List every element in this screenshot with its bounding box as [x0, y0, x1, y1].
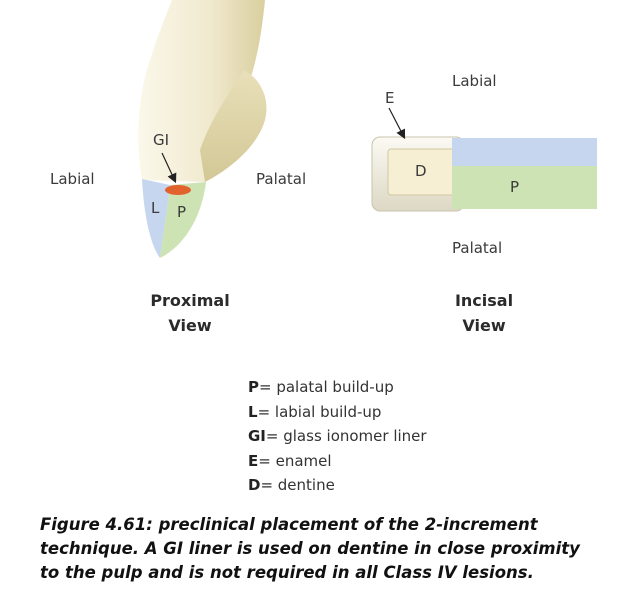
incisal-tooth	[371, 107, 597, 212]
e-label: E	[385, 89, 395, 107]
legend-key: P	[248, 378, 259, 396]
proximal-labial-label: Labial	[50, 170, 95, 188]
legend-key: GI	[248, 427, 266, 445]
legend-text: = glass ionomer liner	[265, 427, 427, 445]
legend-item-p: P= palatal build-up	[248, 375, 427, 400]
legend-text: = dentine	[260, 476, 335, 494]
incisal-title-line1: Incisal	[454, 291, 514, 310]
incisal-labial-label: Labial	[452, 72, 497, 90]
gi-arrow	[161, 152, 177, 184]
legend-item-d: D= dentine	[248, 473, 427, 498]
legend-key: E	[248, 451, 259, 470]
incisal-view-title: Incisal View	[424, 288, 544, 338]
tooth-cingulum	[200, 70, 267, 182]
proximal-palatal-label: Palatal	[256, 170, 307, 188]
legend-text: = labial build-up	[257, 402, 382, 421]
legend-key: D	[248, 476, 261, 494]
palatal-buildup	[160, 182, 206, 258]
legend-key: L	[248, 402, 258, 421]
proximal-l-label: L	[151, 199, 160, 217]
labial-buildup-incisal	[452, 138, 597, 166]
legend-item-gi: GI= glass ionomer liner	[248, 424, 427, 449]
labial-buildup	[142, 179, 170, 258]
gi-liner	[165, 185, 191, 195]
proximal-title-line2: View	[168, 316, 212, 335]
incisal-d-label: D	[415, 162, 427, 180]
incisal-p-label: P	[510, 178, 520, 196]
proximal-title-line1: Proximal	[150, 291, 230, 310]
legend: P= palatal build-up L= labial build-up G…	[248, 375, 427, 498]
gi-label: GI	[153, 131, 170, 149]
e-arrow	[388, 107, 406, 140]
tooth-crown	[138, 0, 265, 182]
legend-item-l: L= labial build-up	[248, 400, 427, 425]
proximal-view-title: Proximal View	[130, 288, 250, 338]
legend-text: = palatal build-up	[259, 378, 394, 396]
legend-item-e: E= enamel	[248, 449, 427, 474]
proximal-p-label: P	[177, 203, 187, 221]
legend-text: = enamel	[258, 451, 332, 470]
incisal-palatal-label: Palatal	[452, 239, 503, 257]
palatal-buildup-incisal	[452, 166, 597, 209]
incisal-title-line2: View	[462, 316, 506, 335]
figure-caption: Figure 4.61: preclinical placement of th…	[40, 515, 580, 582]
proximal-tooth	[138, 0, 267, 258]
